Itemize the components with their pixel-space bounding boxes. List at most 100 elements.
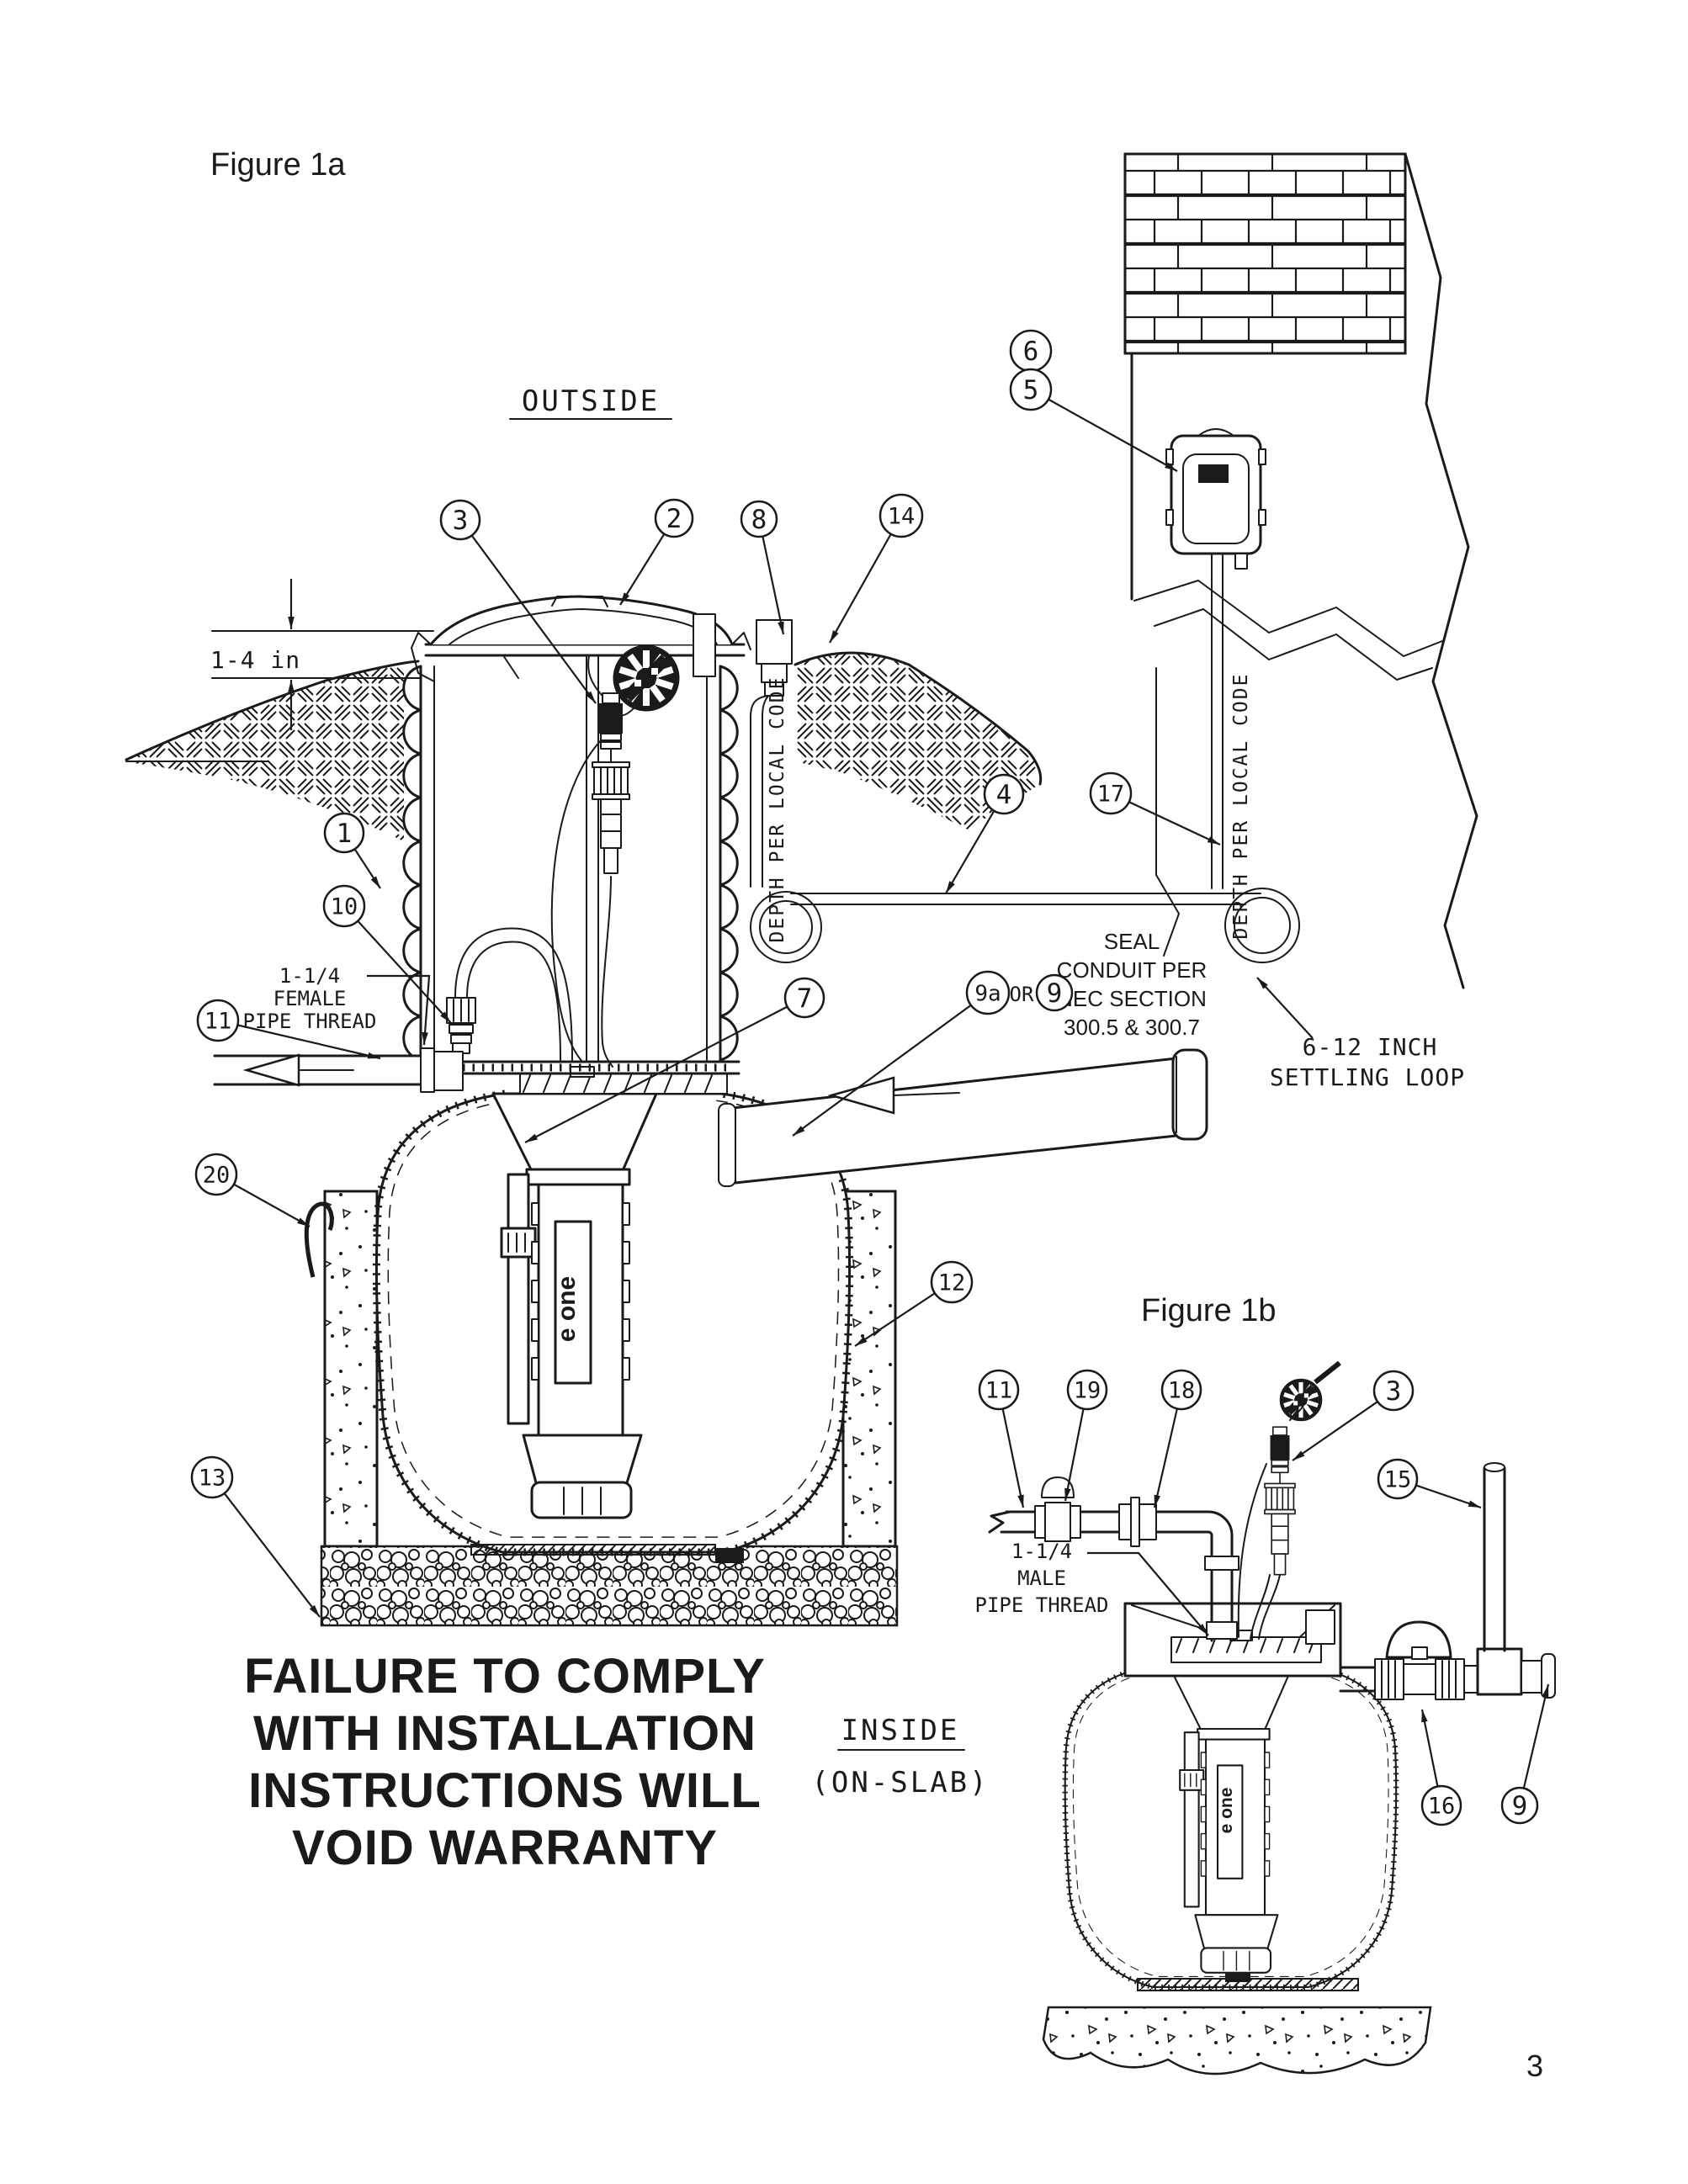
callout-1a-13: 13 bbox=[190, 1455, 321, 1618]
callout-number-1a-13: 13 bbox=[199, 1466, 226, 1492]
callout-leader-1a-5 bbox=[1030, 389, 1178, 472]
concrete-collars bbox=[323, 1190, 897, 1548]
male-note-line3: PIPE THREAD bbox=[975, 1593, 1109, 1617]
inside-onslab-label: INSIDE (ON-SLAB) bbox=[811, 1714, 989, 1800]
callout-bubble-1a-9 bbox=[1035, 973, 1074, 1012]
figure-1a-title: Figure 1a bbox=[210, 147, 346, 183]
female-note-line3: PIPE THREAD bbox=[243, 1010, 377, 1033]
settling-note-line2: SETTLING LOOP bbox=[1270, 1063, 1465, 1091]
ball-valve-1b bbox=[1374, 1620, 1465, 1700]
callout-1b-3: 3 bbox=[1292, 1370, 1415, 1461]
callout-number-1a-3: 3 bbox=[453, 506, 469, 536]
callout-1a-3: 3 bbox=[439, 499, 597, 704]
callout-leader-1a-9a bbox=[792, 992, 989, 1137]
callout-bubble-1a-4 bbox=[983, 773, 1025, 815]
callout-number-1a-5: 5 bbox=[1023, 375, 1039, 406]
callout-1a-2: 2 bbox=[619, 498, 694, 606]
on-slab-label: (ON-SLAB) bbox=[811, 1766, 989, 1800]
check-valve-assembly bbox=[446, 997, 476, 1054]
callout-1a-9: 9 bbox=[1035, 973, 1074, 1012]
callout-leader-1a-14 bbox=[829, 515, 902, 644]
figure-1b-drawing bbox=[988, 1360, 1556, 2075]
tank-base-strip-1a bbox=[470, 1544, 716, 1556]
callout-bubble-1a-10 bbox=[322, 884, 366, 928]
electrical-conduit bbox=[750, 554, 1300, 963]
male-thread-adapter bbox=[1206, 1621, 1238, 1640]
callout-bubble-1a-20 bbox=[194, 1153, 238, 1196]
settling-loop-tank bbox=[750, 891, 822, 963]
callout-number-1a-9a: 9a bbox=[974, 981, 1001, 1006]
male-note-line2: MALE bbox=[1017, 1566, 1066, 1590]
vent-fan-1b bbox=[1281, 1380, 1322, 1421]
panel-logo bbox=[1198, 464, 1229, 483]
callout-bubble-1a-7 bbox=[783, 977, 825, 1019]
callout-leader-1b-9 bbox=[1518, 1683, 1550, 1806]
callout-1a-17: 17 bbox=[1089, 771, 1221, 846]
callout-number-1a-12: 12 bbox=[938, 1270, 966, 1296]
callout-bubble-1b-11 bbox=[978, 1369, 1020, 1411]
callout-bubble-1b-19 bbox=[1066, 1369, 1108, 1411]
callout-number-1a-8: 8 bbox=[751, 505, 767, 535]
callout-number-1a-20: 20 bbox=[203, 1163, 231, 1189]
male-thread-note: 1-1/4 MALE PIPE THREAD bbox=[975, 1540, 1209, 1636]
tank-deck-1a bbox=[519, 1066, 728, 1095]
cover-box-1b bbox=[1123, 1602, 1342, 1678]
callout-1a-11: 11 bbox=[196, 999, 381, 1060]
gravel-bed bbox=[320, 1545, 899, 1627]
warning-line3: INSTRUCTIONS WILL bbox=[248, 1763, 762, 1818]
callout-number-1a-14: 14 bbox=[888, 504, 916, 530]
callout-1a-8: 8 bbox=[740, 500, 785, 635]
callout-1a-5: 5 bbox=[1009, 368, 1178, 472]
callout-number-1b-11: 11 bbox=[985, 1378, 1013, 1404]
callout-number-1b-19: 19 bbox=[1074, 1378, 1101, 1404]
callout-number-1b-15: 15 bbox=[1384, 1467, 1412, 1493]
inside-label: INSIDE bbox=[841, 1714, 960, 1747]
settling-loop-house bbox=[1224, 888, 1300, 963]
callout-number-1a-2: 2 bbox=[666, 504, 682, 534]
callout-1a-7: 7 bbox=[524, 977, 825, 1143]
callout-bubble-1a-12 bbox=[930, 1260, 974, 1304]
callout-bubble-1b-18 bbox=[1160, 1369, 1202, 1411]
inlet-pipe bbox=[718, 1048, 1208, 1187]
pump-brand-1b: e one bbox=[1217, 1788, 1236, 1834]
callout-number-1a-1: 1 bbox=[337, 819, 353, 849]
callout-1b-16: 16 bbox=[1420, 1709, 1462, 1826]
callout-number-1b-16: 16 bbox=[1428, 1794, 1456, 1820]
callout-number-1a-17: 17 bbox=[1097, 782, 1125, 808]
callout-leader-1a-13 bbox=[211, 1476, 321, 1618]
ground-hatch-left bbox=[125, 660, 420, 841]
female-thread-note: 1-1/4 FEMALE PIPE THREAD bbox=[243, 964, 431, 1046]
anchor-hook-left bbox=[304, 1201, 334, 1278]
riser-pipe-top bbox=[1484, 1462, 1505, 1472]
callout-number-1a-9: 9 bbox=[1047, 978, 1063, 1009]
callout-bubble-1a-17 bbox=[1089, 771, 1133, 815]
callout-number-1a-7: 7 bbox=[797, 983, 813, 1014]
callout-1a-4: 4 bbox=[945, 773, 1025, 894]
or-label: OR bbox=[1010, 983, 1034, 1006]
callout-bubble-1b-9 bbox=[1500, 1786, 1539, 1825]
figure-1a-drawing bbox=[125, 152, 1478, 1627]
callout-leader-1b-3 bbox=[1292, 1390, 1394, 1461]
settling-note-line1: 6-12 INCH bbox=[1303, 1033, 1438, 1061]
page-number: 3 bbox=[1526, 2049, 1543, 2083]
callout-bubble-1a-1 bbox=[323, 812, 365, 854]
warning-line2: WITH INSTALLATION bbox=[253, 1706, 756, 1761]
callout-bubble-1b-3 bbox=[1372, 1370, 1415, 1412]
basin-1a bbox=[402, 665, 740, 1075]
callout-leader-1a-8 bbox=[757, 518, 785, 635]
depth-code-tank-label: DEPTH PER LOCAL CODE bbox=[767, 676, 788, 943]
burial-depth-label: 1-4 in bbox=[210, 646, 300, 674]
callout-number-1a-10: 10 bbox=[331, 894, 358, 920]
seal-note-line3: NEC SECTION bbox=[1057, 986, 1207, 1011]
union-1b bbox=[1118, 1497, 1157, 1547]
callout-bubble-1b-16 bbox=[1420, 1784, 1462, 1826]
figure-1b-title: Figure 1b bbox=[1141, 1293, 1277, 1328]
pump-brand-1a: e one bbox=[553, 1276, 581, 1342]
callout-bubble-1b-15 bbox=[1377, 1458, 1419, 1500]
callout-1a-9a: 9a bbox=[792, 970, 1011, 1137]
house-wall bbox=[1123, 152, 1478, 989]
callout-number-1a-11: 11 bbox=[204, 1009, 232, 1035]
